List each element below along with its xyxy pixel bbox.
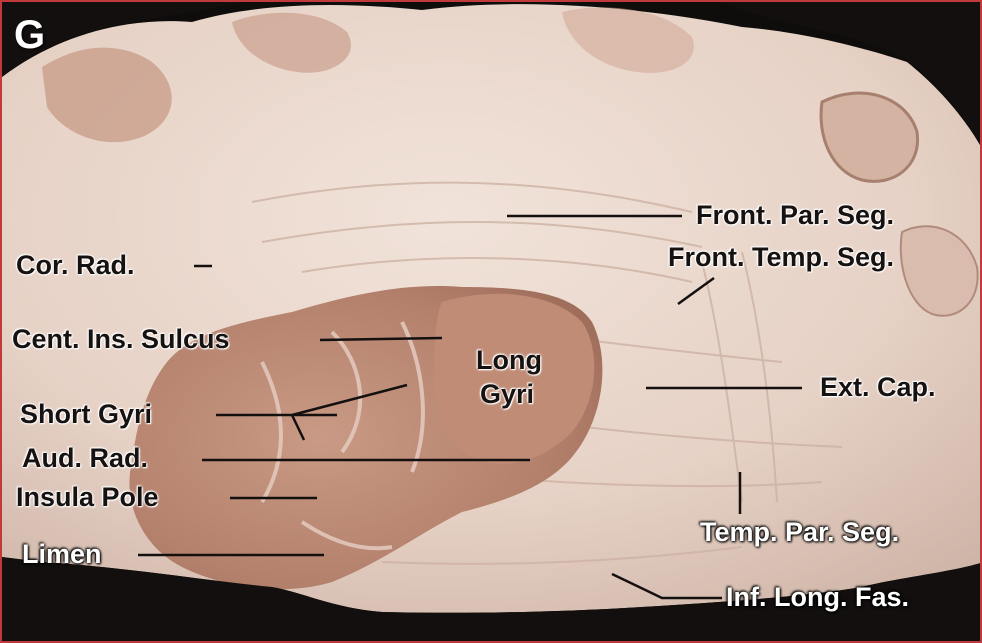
leader-short-gyri-c <box>290 414 306 441</box>
label-cor-rad: Cor. Rad. <box>16 250 135 280</box>
leader-lines <box>138 214 802 600</box>
cortical-fold-upper-left <box>42 47 172 143</box>
label-cent-ins-sulcus: Cent. Ins. Sulcus <box>12 324 230 354</box>
label-front-par-seg: Front. Par. Seg. <box>696 200 895 230</box>
leader-short-gyri-b <box>291 383 408 417</box>
long-gyri-lobe <box>433 293 595 464</box>
panel-letter: G <box>14 13 46 57</box>
label-temp-par-seg: Temp. Par. Seg. <box>700 517 900 547</box>
label-ext-cap: Ext. Cap. <box>820 372 936 402</box>
insula-sulci <box>260 321 425 551</box>
label-aud-rad: Aud. Rad. <box>22 443 148 473</box>
label-long-gyri-line2: Gyri <box>480 379 535 409</box>
leader-front-temp-seg <box>677 276 715 306</box>
leader-inf-long-fas <box>611 572 722 600</box>
label-short-gyri: Short Gyri <box>20 399 153 429</box>
leader-cent-ins-sulcus <box>319 336 443 342</box>
cortical-fold-upper-middle <box>562 7 694 73</box>
label-front-temp-seg: Front. Temp. Seg. <box>668 242 895 272</box>
cortical-fold-upper-right <box>819 91 920 183</box>
fiber-striations <box>251 181 843 565</box>
cortical-fold-right <box>899 225 979 317</box>
dark-band-bottom <box>2 557 980 641</box>
dark-cavity-upper-right <box>722 2 980 145</box>
label-insula-pole: Insula Pole <box>16 482 159 512</box>
cortical-fold-upper <box>232 12 351 73</box>
label-inf-long-fas: Inf. Long. Fas. <box>726 582 909 612</box>
label-long-gyri-line1: Long <box>476 345 542 375</box>
label-limen: Limen <box>22 539 102 569</box>
dark-corner-upper-left <box>2 2 242 77</box>
